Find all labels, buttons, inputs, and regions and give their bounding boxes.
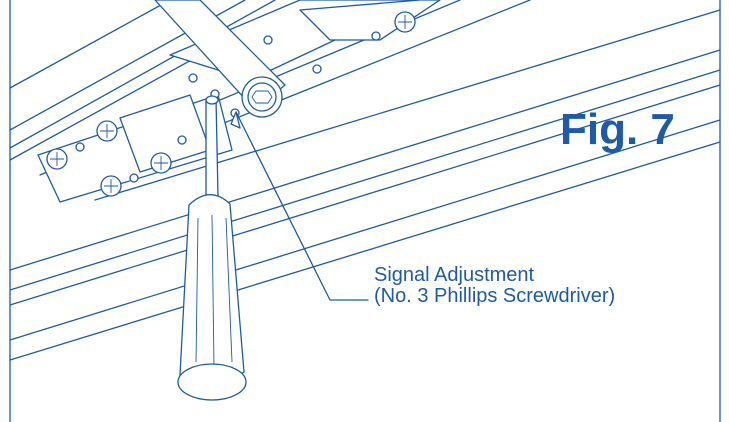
phillips-screw-icon xyxy=(100,175,122,197)
phillips-screw-icon xyxy=(46,148,68,170)
callout-line-1: Signal Adjustment xyxy=(374,264,535,286)
hinge-plate xyxy=(37,0,441,203)
rail-bands xyxy=(9,0,721,361)
leader-arrowhead xyxy=(230,111,241,129)
callout-leader-line xyxy=(235,111,369,301)
phillips-screwdriver-icon xyxy=(177,95,247,401)
phillips-screw-icon xyxy=(96,120,118,142)
callout-line-2: (No. 3 Phillips Screwdriver) xyxy=(374,285,616,307)
figure-label: Fig. 7 xyxy=(560,105,675,154)
door-arm xyxy=(154,0,286,118)
phillips-screw-icon xyxy=(150,152,172,174)
phillips-screw-icon xyxy=(394,11,416,33)
callout-text: Signal Adjustment (No. 3 Phillips Screwd… xyxy=(374,265,615,307)
